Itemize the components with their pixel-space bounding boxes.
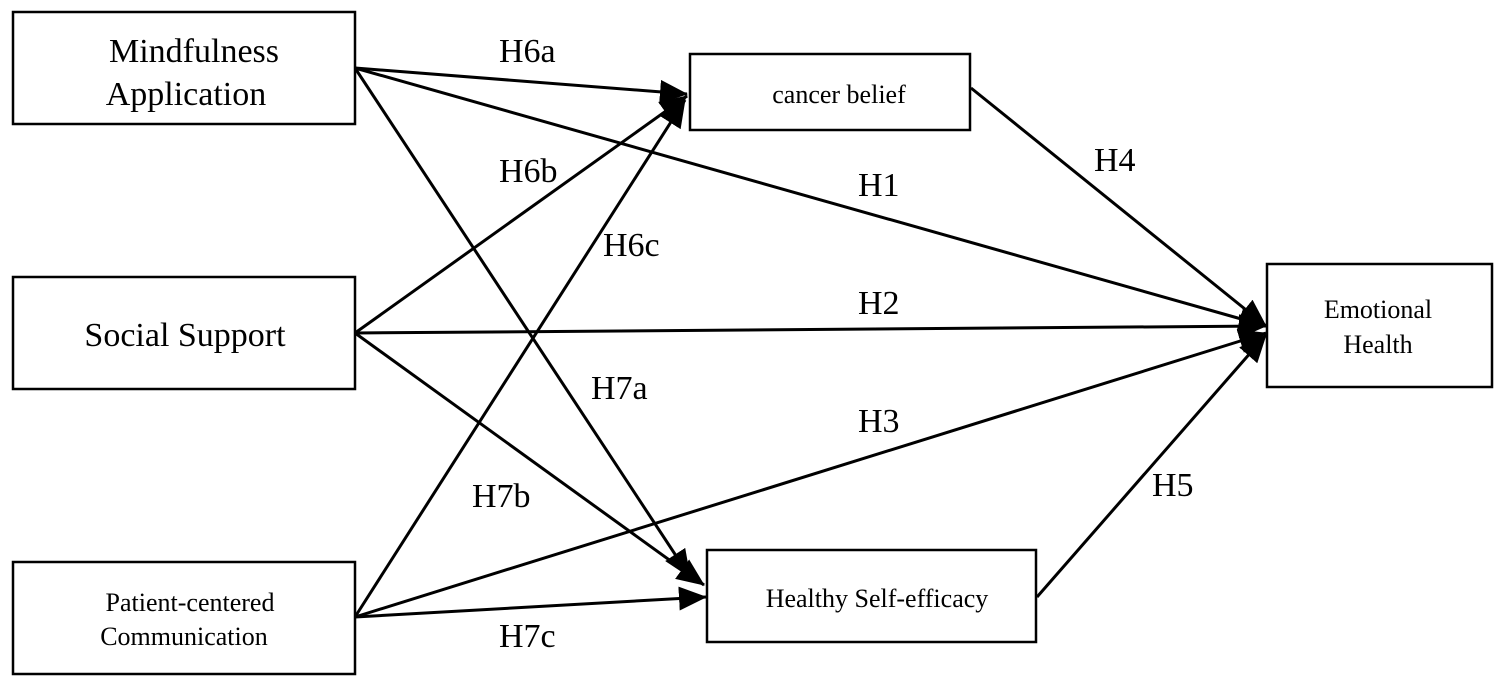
edge-label-h4: H4 bbox=[1094, 142, 1136, 179]
edge-label-h5: H5 bbox=[1152, 467, 1194, 504]
edge-h5 bbox=[1035, 334, 1268, 598]
edge-label-h2: H2 bbox=[858, 285, 900, 322]
edge-label-h6c: H6c bbox=[603, 227, 660, 264]
node-emotional-line-1: Emotional bbox=[1324, 295, 1432, 324]
edge-label-h6a: H6a bbox=[499, 33, 556, 70]
edge-h7c bbox=[354, 586, 707, 619]
edge-h1 bbox=[354, 66, 1267, 331]
edge-h6c bbox=[353, 99, 687, 618]
node-cancer-belief-label: cancer belief bbox=[772, 80, 906, 109]
node-cancer-belief: cancer belief bbox=[688, 52, 972, 132]
node-mindfulness-application: Mindfulness Application bbox=[11, 10, 357, 126]
edge-h7b bbox=[354, 331, 705, 587]
node-healthy-self-efficacy: Healthy Self-efficacy bbox=[705, 548, 1038, 644]
edges-layer bbox=[353, 66, 1268, 619]
node-mindfulness-line-1: Mindfulness bbox=[109, 33, 279, 70]
node-self-efficacy-label: Healthy Self-efficacy bbox=[766, 584, 989, 613]
node-social-support-label: Social Support bbox=[84, 317, 286, 354]
node-mindfulness-line-2: Application bbox=[106, 76, 267, 113]
edge-h4 bbox=[970, 86, 1267, 328]
edge-label-h6b: H6b bbox=[499, 153, 558, 190]
node-social-support: Social Support bbox=[11, 275, 357, 391]
node-patient-line-2: Communication bbox=[100, 622, 268, 651]
nodes-layer: Mindfulness Application Social Support P… bbox=[11, 10, 1494, 676]
node-patient-centered-communication: Patient-centered Communication bbox=[11, 560, 357, 676]
edge-label-h1: H1 bbox=[858, 167, 900, 204]
edge-label-h3: H3 bbox=[858, 403, 900, 440]
edge-label-h7a: H7a bbox=[591, 370, 648, 407]
labels-layer: H6a H1 H7a H6b H2 H7b H6c H3 H7c H4 H5 bbox=[472, 33, 1194, 655]
edge-label-h7b: H7b bbox=[472, 478, 531, 515]
edge-h7a bbox=[353, 67, 692, 578]
edge-h6b bbox=[354, 94, 688, 335]
edge-h6a bbox=[354, 66, 688, 104]
node-emotional-line-2: Health bbox=[1343, 330, 1412, 359]
edge-h2 bbox=[354, 314, 1267, 339]
edge-label-h7c: H7c bbox=[499, 618, 556, 655]
edge-h3 bbox=[354, 329, 1267, 619]
node-emotional-health: Emotional Health bbox=[1265, 262, 1494, 389]
node-patient-line-1: Patient-centered bbox=[106, 588, 275, 617]
